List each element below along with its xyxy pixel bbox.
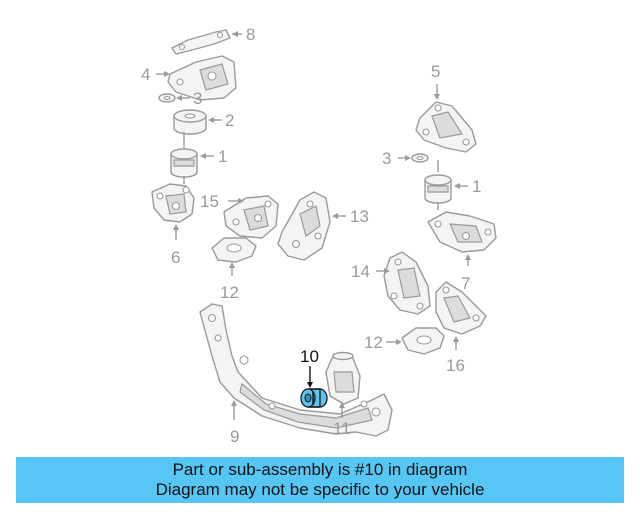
callout-13[interactable]: 13 bbox=[350, 207, 369, 226]
part-10-bushing-highlighted[interactable] bbox=[300, 388, 328, 408]
callout-11[interactable]: 11 bbox=[333, 419, 351, 438]
callout-12-left[interactable]: 12 bbox=[220, 283, 239, 302]
part-8-bracket[interactable] bbox=[171, 29, 231, 55]
callout-9[interactable]: 9 bbox=[230, 427, 239, 446]
callout-6[interactable]: 6 bbox=[171, 248, 180, 267]
banner-line-1: Part or sub-assembly is #10 in diagram bbox=[172, 460, 468, 479]
callout-3-left[interactable]: 3 bbox=[193, 89, 202, 108]
callout-15[interactable]: 15 bbox=[200, 192, 219, 211]
part-3-washer[interactable] bbox=[158, 93, 176, 103]
callout-14[interactable]: 14 bbox=[351, 262, 370, 281]
part-4-mount-bracket[interactable] bbox=[167, 55, 237, 101]
part-1-engine-mount[interactable] bbox=[170, 132, 198, 184]
callout-4[interactable]: 4 bbox=[141, 65, 150, 84]
callout-1-left[interactable]: 1 bbox=[218, 147, 227, 166]
part-11-transmission-mount[interactable] bbox=[325, 351, 361, 405]
callout-8[interactable]: 8 bbox=[246, 25, 255, 44]
part-1-engine-mount-right[interactable] bbox=[424, 160, 452, 210]
part-12-mount-pad-left[interactable] bbox=[211, 237, 257, 263]
part-16-bracket[interactable] bbox=[435, 281, 487, 335]
banner-line-2: Diagram may not be specific to your vehi… bbox=[155, 480, 485, 499]
callout-12-right[interactable]: 12 bbox=[364, 333, 383, 352]
callout-2[interactable]: 2 bbox=[225, 111, 234, 130]
callout-7[interactable]: 7 bbox=[461, 274, 470, 293]
part-14-mount-bracket[interactable] bbox=[383, 251, 431, 315]
part-5-upper-bracket[interactable] bbox=[415, 101, 477, 153]
part-7-lower-bracket[interactable] bbox=[427, 211, 497, 253]
part-15-bracket[interactable] bbox=[223, 195, 279, 239]
part-6-lower-bracket[interactable] bbox=[151, 183, 195, 223]
callout-1-right[interactable]: 1 bbox=[472, 177, 481, 196]
callout-5[interactable]: 5 bbox=[431, 62, 440, 81]
part-2-cushion[interactable] bbox=[173, 109, 207, 135]
info-banner: Part or sub-assembly is #10 in diagram D… bbox=[16, 457, 624, 503]
callout-10[interactable]: 10 bbox=[300, 347, 319, 366]
part-13-large-bracket[interactable] bbox=[277, 191, 331, 261]
parts-diagram: 8 4 3 2 1 bbox=[141, 25, 497, 446]
part-12-mount-pad-right[interactable] bbox=[401, 327, 445, 355]
part-3-washer-right[interactable] bbox=[411, 153, 429, 163]
part-9-crossmember[interactable] bbox=[199, 303, 393, 437]
callout-16[interactable]: 16 bbox=[446, 356, 465, 375]
callout-3-right[interactable]: 3 bbox=[382, 149, 391, 168]
